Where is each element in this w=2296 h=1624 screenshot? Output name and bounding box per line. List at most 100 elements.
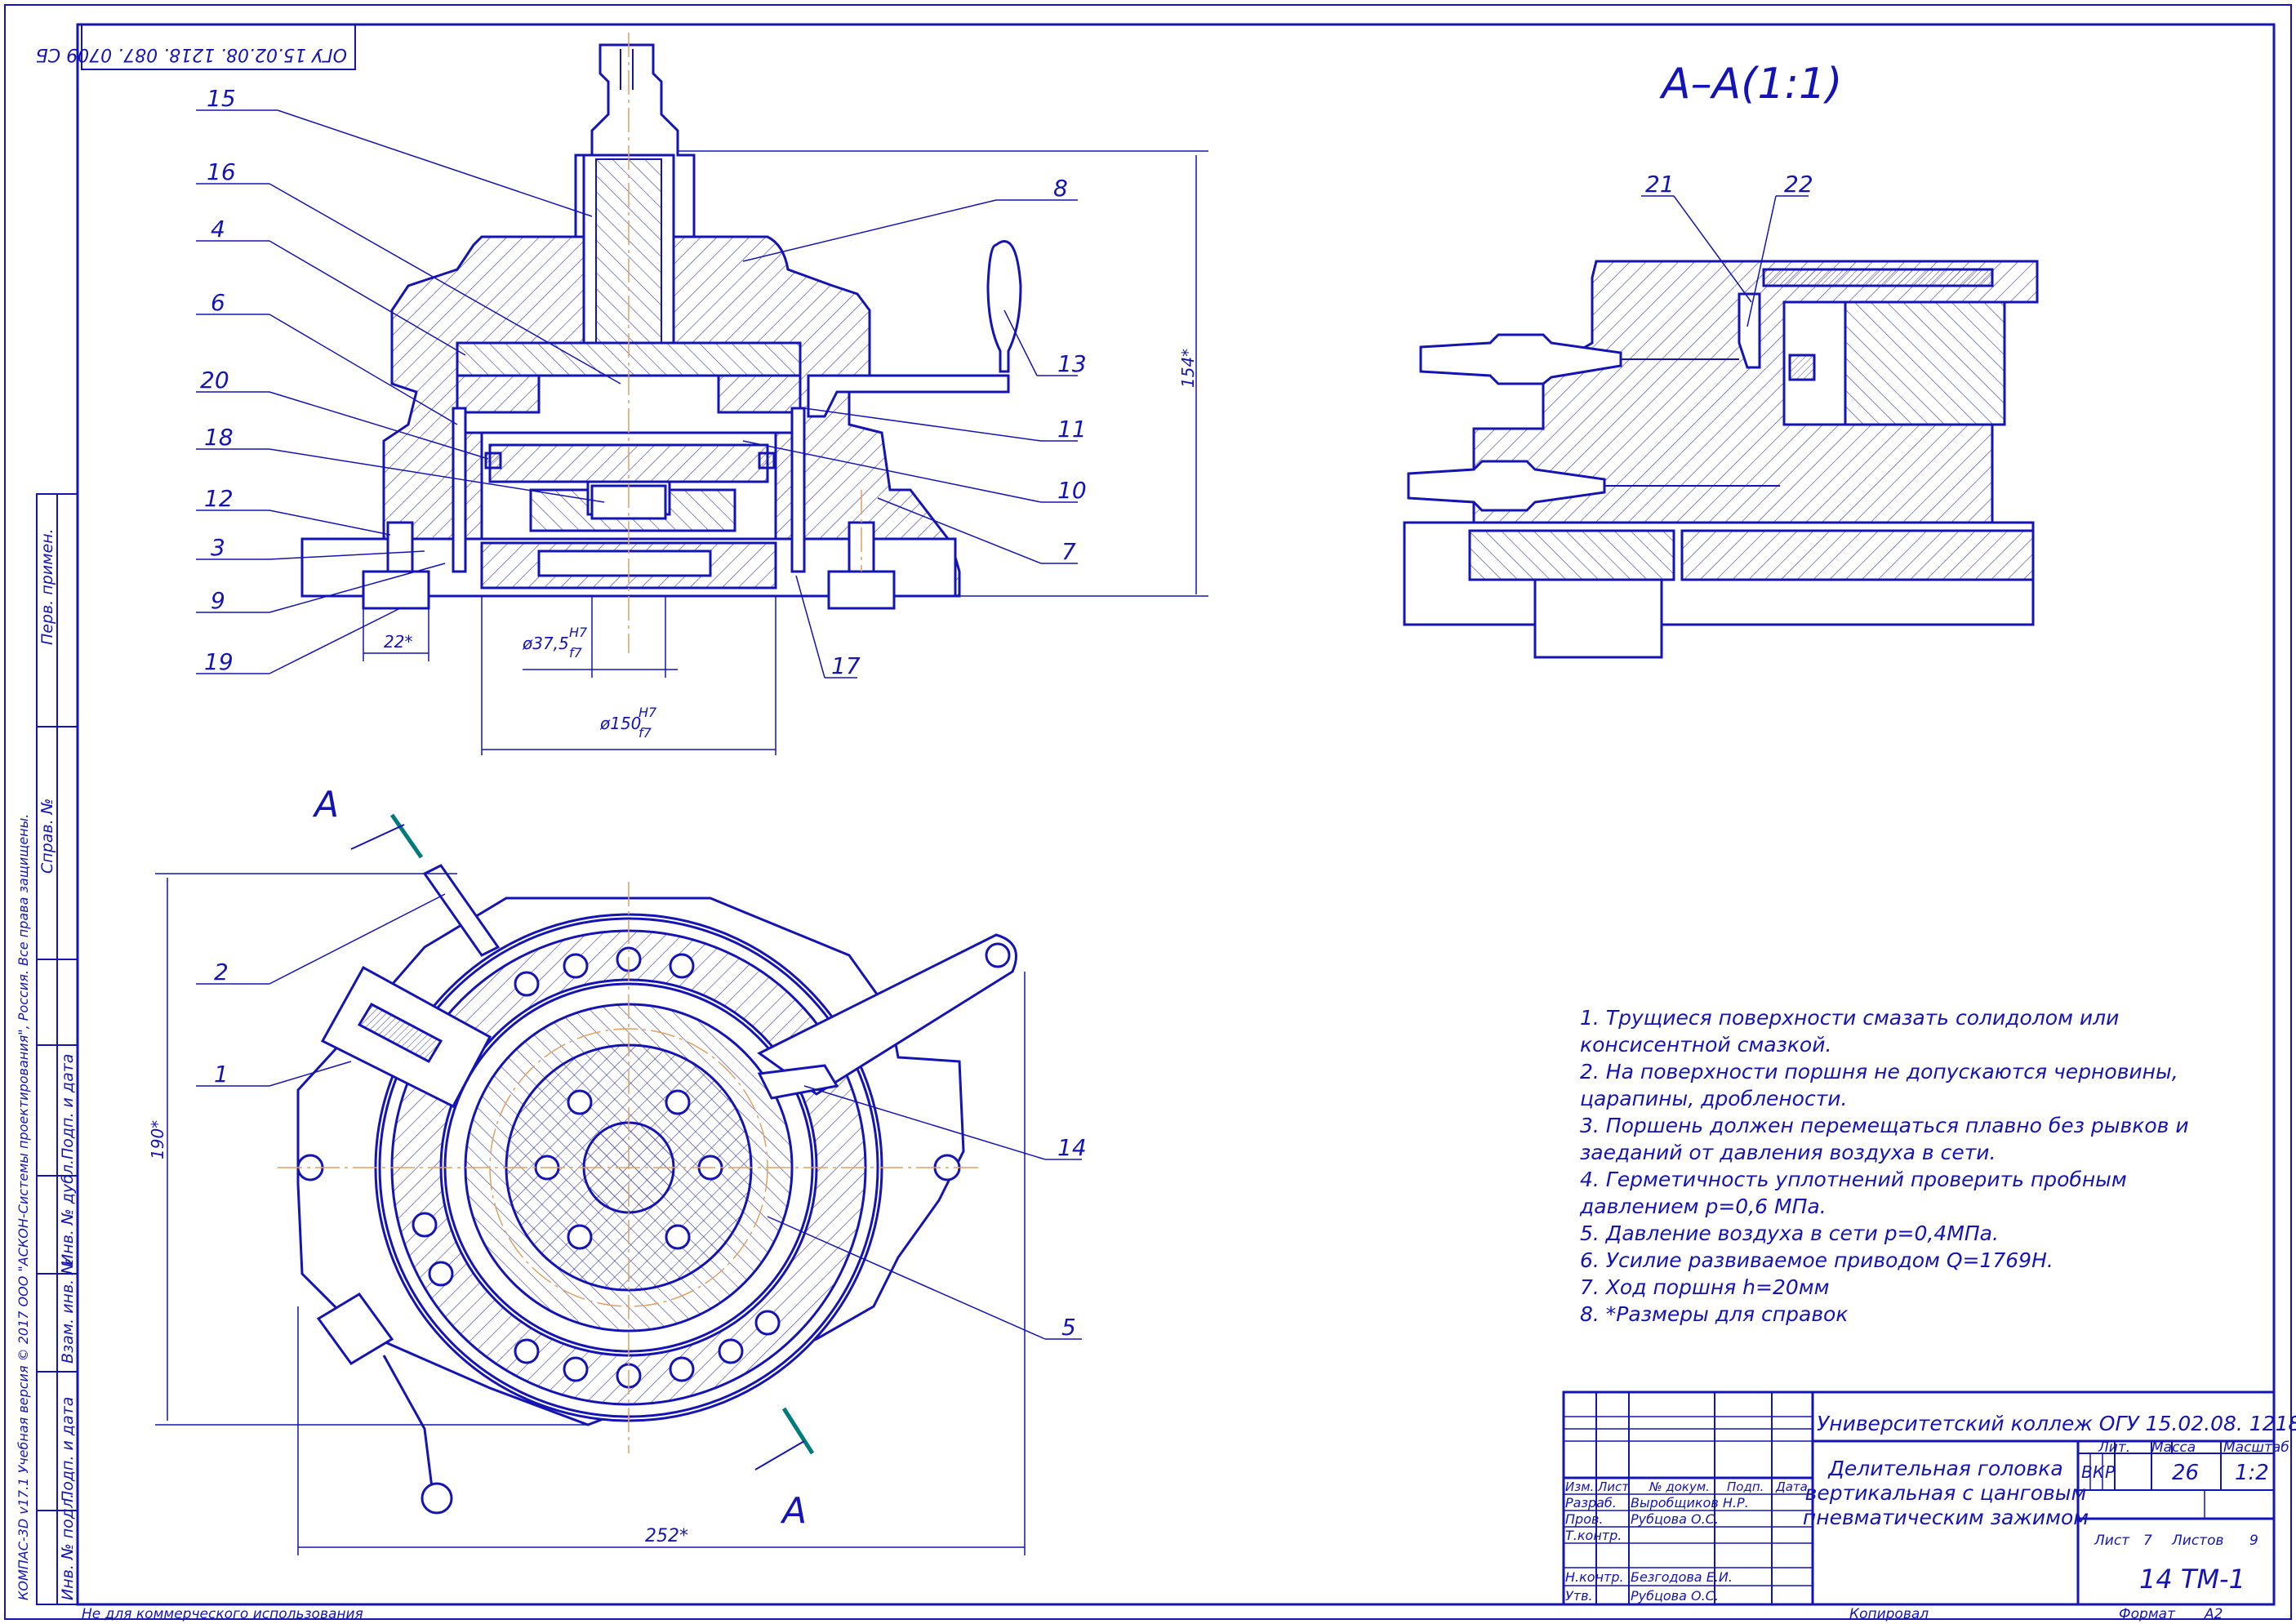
tb-role-prov: Пров. <box>1565 1511 1604 1527</box>
outer-frame <box>4 4 2292 1620</box>
tb-role-tkontr: Т.контр. <box>1565 1528 1622 1543</box>
plan-dimensions <box>155 873 1026 1555</box>
callout-14: 14 <box>1057 1134 1087 1161</box>
tb-lit-v: В <box>2081 1462 2093 1482</box>
view-letter-bottom: А <box>780 1490 807 1532</box>
technical-notes: 1. Трущиеся поверхности смазать солидоло… <box>1580 1004 2217 1328</box>
dim-252: 252* <box>645 1526 688 1546</box>
tb-name-line3: пневматическим зажимом <box>1803 1506 2089 1529</box>
section-title: А–А(1:1) <box>1659 60 1842 109</box>
callout-1: 1 <box>214 1061 229 1088</box>
title-block-texts: Университетский коллеж ОГУ 15.02.08. 121… <box>1565 1412 2296 1604</box>
front-dimensions <box>363 150 1208 755</box>
tb-role-nkontr: Н.контр. <box>1565 1569 1624 1585</box>
front-section-view <box>300 43 1022 610</box>
callout-6: 6 <box>211 289 225 316</box>
tb-name-nkontr: Безгодова Е.И. <box>1631 1569 1733 1585</box>
callout-16: 16 <box>207 158 236 185</box>
note-5: 5. Давление воздуха в сети р=0,4МПа. <box>1580 1221 1999 1245</box>
callout-4: 4 <box>211 216 225 242</box>
dimension-labels: 154* 190* 252* 22* ø37,5 H7 f7 ø150 H7 f… <box>148 349 1198 1546</box>
footer-format-value: А2 <box>2204 1606 2223 1622</box>
dim-phi-150: ø150 <box>599 714 641 733</box>
dim-phi-37-5: ø37,5 <box>522 634 569 653</box>
callout-15: 15 <box>207 85 236 112</box>
tb-lit-label: Лит. <box>2098 1439 2130 1456</box>
side-strip <box>36 493 78 1605</box>
callout-12: 12 <box>204 485 234 512</box>
tb-list-label: Лист <box>2094 1533 2130 1549</box>
tb-masshtab-value: 1:2 <box>2235 1461 2269 1485</box>
callout-3: 3 <box>211 534 225 561</box>
note-6: 6. Усилие развиваемое приводом Q=1769Н. <box>1580 1248 2053 1272</box>
dim-fit-h7-1: H7 <box>569 625 588 640</box>
tb-col-podp: Подп. <box>1727 1479 1764 1494</box>
title-block <box>1562 1390 2276 1606</box>
callout-13: 13 <box>1057 350 1087 377</box>
dim-fit-f7-1: f7 <box>569 645 583 661</box>
plan-holes <box>412 946 781 1389</box>
plan-centerlines <box>278 882 980 1453</box>
tb-name-line2: вертикальная с цанговым <box>1805 1481 2087 1505</box>
note-8: 8. *Размеры для справок <box>1580 1302 1849 1326</box>
rotated-stamp: ОГУ 15.02.08. 1218. 087. 0709 СБ <box>36 24 356 70</box>
callout-17: 17 <box>831 652 861 679</box>
note-3: 3. Поршень должен перемещаться плавно бе… <box>1580 1114 2189 1164</box>
dim-154: 154* <box>1178 349 1198 388</box>
dim-190: 190* <box>148 1120 167 1159</box>
tb-massa-value: 26 <box>2172 1461 2199 1485</box>
tb-group: 14 ТМ-1 <box>2139 1564 2245 1595</box>
footer-format-label: Формат <box>2119 1606 2176 1622</box>
tb-listov-num: 9 <box>2249 1533 2258 1549</box>
tb-col-docnum: № докум. <box>1649 1479 1710 1494</box>
tb-massa-label: Масса <box>2151 1439 2196 1456</box>
side-strip-labels: Перв. примен. Справ. № Подп. и дата Инв.… <box>16 528 77 1600</box>
tb-role-utv: Утв. <box>1565 1588 1593 1604</box>
tb-name-prov: Рубцова О.С. <box>1631 1511 1719 1527</box>
callout-21: 21 <box>1645 171 1675 198</box>
callout-2: 2 <box>214 959 229 986</box>
callout-7: 7 <box>1061 538 1076 565</box>
dim-fit-f7-2: f7 <box>639 725 652 741</box>
label-sprav-no: Справ. № <box>38 799 56 874</box>
rotated-stamp-text: ОГУ 15.02.08. 1218. 087. 0709 СБ <box>36 44 347 65</box>
kompas-note: КОМПАС-3D v17.1 Учебная версия © 2017 ОО… <box>16 814 31 1600</box>
callout-19: 19 <box>204 648 234 675</box>
label-inv-dubl: Инв. № дубл. <box>59 1159 77 1266</box>
tb-name-line1: Делительная головка <box>1827 1457 2062 1480</box>
footer-kopiroval: Копировал <box>1849 1606 1929 1622</box>
tb-masshtab-label: Масштаб <box>2223 1439 2289 1456</box>
section-a-a-view <box>1403 260 2039 659</box>
dim-fit-h7-2: H7 <box>639 705 657 720</box>
footer: Не для коммерческого использования Копир… <box>82 1606 2223 1622</box>
callout-labels: 15 16 4 6 20 18 12 3 9 19 8 13 11 10 7 1… <box>200 85 1813 1341</box>
tb-name-utv: Рубцова О.С. <box>1631 1588 1719 1604</box>
tb-lit-k: К <box>2093 1462 2105 1482</box>
leader-lines <box>196 109 1809 1340</box>
callout-22: 22 <box>1784 171 1813 198</box>
dim-22: 22* <box>384 632 412 652</box>
view-letter-top: А <box>312 784 339 825</box>
callout-11: 11 <box>1057 416 1087 443</box>
callout-8: 8 <box>1053 175 1068 202</box>
tb-col-list: Лист <box>1597 1479 1630 1494</box>
tb-col-izm: Изм. <box>1565 1479 1594 1494</box>
tb-col-data: Дата <box>1775 1479 1808 1494</box>
plan-view <box>296 864 1017 1515</box>
note-1: 1. Трущиеся поверхности смазать солидоло… <box>1580 1006 2120 1057</box>
note-2: 2. На поверхности поршня не допускаются … <box>1580 1060 2178 1110</box>
label-podp-data-1: Подп. и дата <box>59 1054 77 1159</box>
tb-list-num: 7 <box>2143 1533 2152 1549</box>
tb-lit-r: Р <box>2105 1462 2116 1482</box>
section-cut-markers <box>350 813 815 1470</box>
note-7: 7. Ход поршня h=20мм <box>1580 1275 1830 1299</box>
front-centerlines <box>628 33 862 653</box>
label-vzam-inv: Взам. инв. № <box>59 1258 77 1364</box>
tb-listov-label: Листов <box>2171 1533 2224 1549</box>
label-inv-podl: Инв. № подл. <box>59 1493 77 1600</box>
callout-9: 9 <box>211 587 225 614</box>
tb-role-razrab: Разраб. <box>1565 1495 1617 1511</box>
note-4: 4. Герметичность уплотнений проверить пр… <box>1580 1168 2127 1218</box>
